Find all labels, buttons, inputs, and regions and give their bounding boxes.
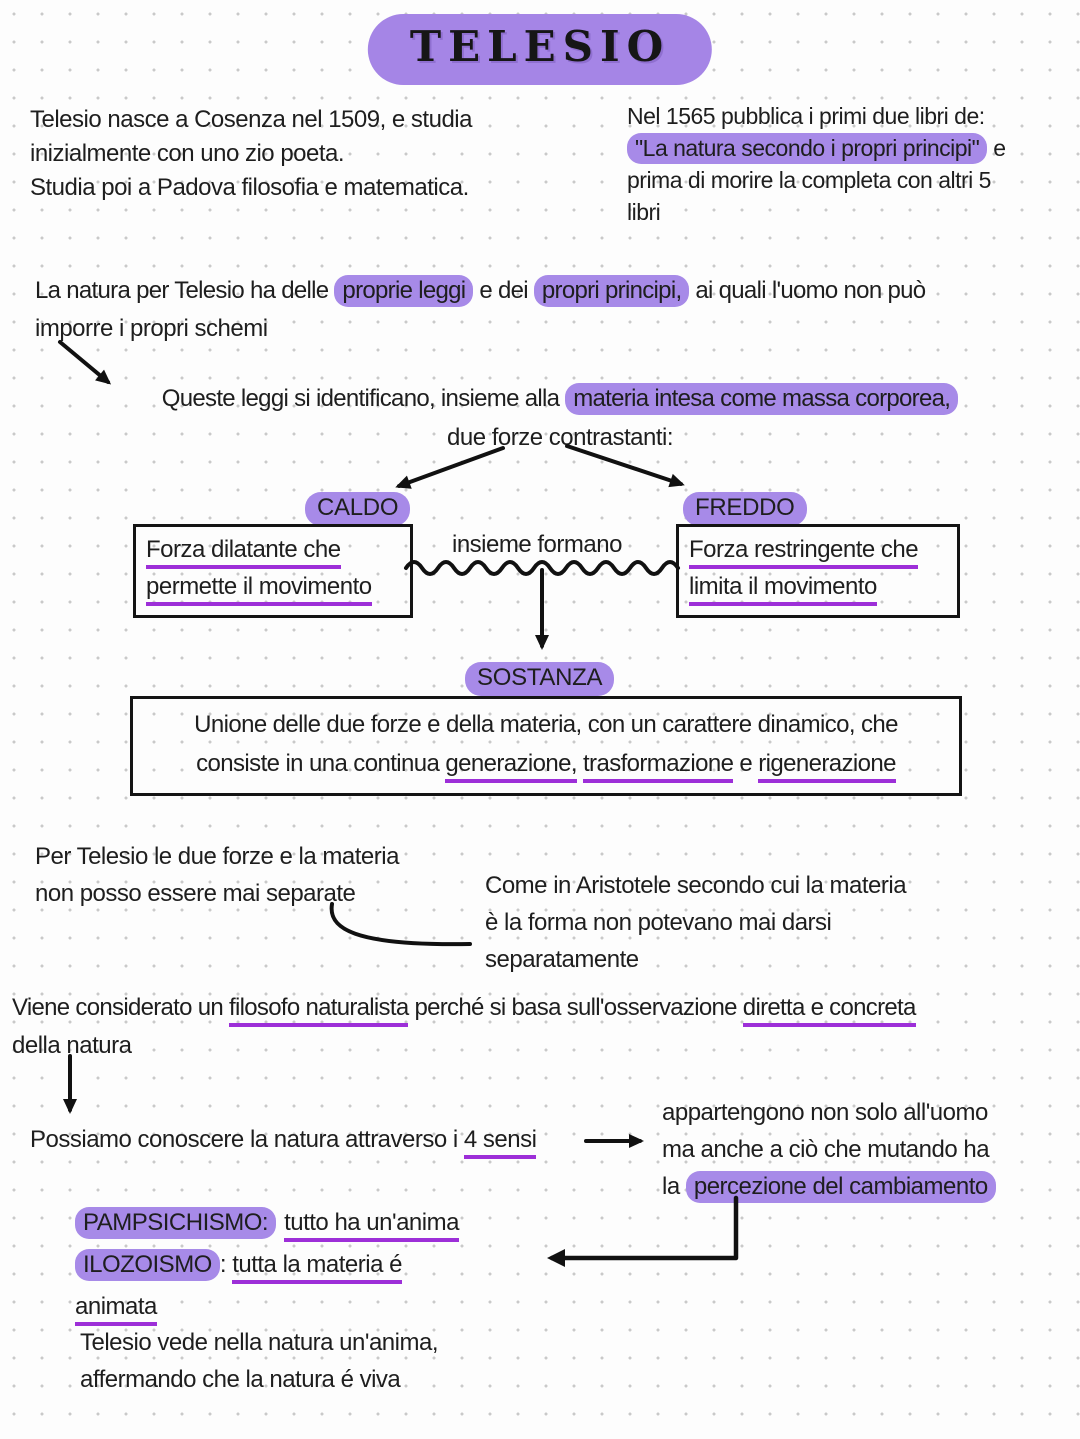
text-line: affermando che la natura é viva [80,1366,401,1393]
text-segment: La natura per Telesio ha delle [35,277,335,304]
underlined-text: trasformazione [582,750,734,783]
text-segment: e [733,750,759,777]
underlined-text: tutta la materia é [232,1251,402,1284]
freddo-box: Forza restringente che limita il movimen… [676,524,960,618]
senses-note: Possiamo conoscere la natura attraverso … [30,1126,537,1159]
text-line: "La natura secondo i propri principi" e [627,132,1006,164]
insieme-formano-label: insieme formano [452,531,622,558]
underlined-text: Forza dilatante che [146,536,341,569]
text-line: permette il movimento [146,569,400,606]
text-line: animata [75,1286,459,1328]
text-segment: perché si basa sull'osservazione [408,994,743,1021]
text-segment: Viene considerato un [12,994,230,1021]
freddo-label: FREDDO [683,492,807,526]
arrow-down-icon [63,1054,77,1114]
text-line: della natura [12,1032,132,1059]
text-line: è la forma non potevano mai darsi [485,909,832,936]
underlined-text: permette il movimento [146,573,372,606]
text-line: inizialmente con uno zio poeta. [30,140,345,167]
caldo-label: CALDO [305,492,411,526]
text-line: Forza restringente che [689,532,947,569]
text-line: Forza dilatante che [146,532,400,569]
text-segment: e [987,135,1006,161]
text-segment: Queste leggi si identificano, insieme al… [161,385,566,412]
pampsichismo-highlight: PAMPSICHISMO: [75,1207,277,1239]
text-line: non posso essere mai separate [35,880,356,907]
wavy-joiner-and-down-arrow-icon [404,560,680,650]
text-line: limita il movimento [689,569,947,606]
text-segment: consiste in una continua [196,750,446,777]
underlined-text: Forza restringente che [689,536,919,569]
text-segment: Possiamo conoscere la natura attraverso … [30,1126,464,1153]
fork-arrows-icon [395,444,685,489]
underlined-text: animata [75,1293,157,1326]
text-line: prima di morire la completa con altri 5 [627,167,991,193]
underlined-text: 4 sensi [463,1126,537,1159]
ilozoismo-highlight: ILOZOISMO [75,1249,220,1281]
text-line: Come in Aristotele secondo cui la materi… [485,872,907,899]
text-line: Unione delle due forze e della materia, … [194,711,898,738]
text-line: due forze contrastanti: [447,424,673,451]
underlined-text: diretta e concreta [742,994,916,1027]
aristotle-note: Come in Aristotele secondo cui la materi… [485,867,907,978]
text-line: ma anche a ciò che mutando ha [662,1136,990,1163]
underlined-text: limita il movimento [689,573,877,606]
text-line: Telesio vede nella natura un'anima, [80,1329,439,1356]
underlined-text: tutto ha un'anima [284,1209,459,1242]
text-line: PAMPSICHISMO:tutto ha un'anima [75,1202,459,1244]
propri-principi-highlight: propri principi, [533,275,690,307]
curved-connector-icon [329,902,472,947]
arrow-right-icon [584,1134,644,1148]
arrow-down-right-icon [58,340,112,385]
nature-laws-note: La natura per Telesio ha delle proprie l… [35,272,926,348]
pampsichismo-block: PAMPSICHISMO:tutto ha un'anima ILOZOISMO… [75,1202,459,1328]
materia-highlight: materia intesa come massa corporea, [565,383,959,415]
text-line: separatamente [485,946,639,973]
text-line: Nel 1565 pubblica i primi due libri de: [627,103,985,129]
sostanza-box: Unione delle due forze e della materia, … [130,696,962,796]
inseparable-note: Per Telesio le due forze e la materia no… [35,838,399,912]
naturalist-note: Viene considerato un filosofo naturalist… [12,989,916,1065]
page-title: TELESIO [409,22,671,71]
text-line: La natura per Telesio ha delle proprie l… [35,272,926,310]
proprie-leggi-highlight: proprie leggi [334,275,474,307]
text-line: Per Telesio le due forze e la materia [35,843,399,870]
publication-note: Nel 1565 pubblica i primi due libri de: … [627,100,1006,228]
queste-leggi-note: Queste leggi si identificano, insieme al… [95,379,1025,457]
title-highlight-pill: TELESIO [367,14,713,85]
text-line: Viene considerato un filosofo naturalist… [12,989,916,1027]
text-line: Studia poi a Padova filosofia e matemati… [30,174,469,201]
text-line: Telesio nasce a Cosenza nel 1509, e stud… [30,106,472,133]
perception-note: appartengono non solo all'uomo ma anche … [662,1094,996,1205]
text-line: consiste in una continua generazione, tr… [141,744,951,783]
underlined-text: filosofo naturalista [229,994,409,1027]
text-segment: la [662,1173,686,1200]
text-line: libri [627,199,661,225]
caldo-box: Forza dilatante che permette il moviment… [133,524,413,618]
text-line: imporre i propri schemi [35,315,268,342]
elbow-arrow-left-icon [547,1195,739,1267]
text-line: appartengono non solo all'uomo [662,1099,988,1126]
book-title-highlight: "La natura secondo i propri principi" [627,133,988,164]
soul-note: Telesio vede nella natura un'anima, affe… [80,1324,439,1398]
text-segment: e dei [473,277,534,304]
text-segment: ai quali l'uomo non può [689,277,926,304]
text-segment: : [219,1251,233,1278]
underlined-text: rigenerazione [758,750,896,783]
underlined-text: generazione, [445,750,578,783]
birth-note: Telesio nasce a Cosenza nel 1509, e stud… [30,103,472,205]
text-line: Queste leggi si identificano, insieme al… [95,379,1025,418]
text-line: ILOZOISMO: tutta la materia é [75,1244,459,1286]
sostanza-label: SOSTANZA [465,662,615,696]
